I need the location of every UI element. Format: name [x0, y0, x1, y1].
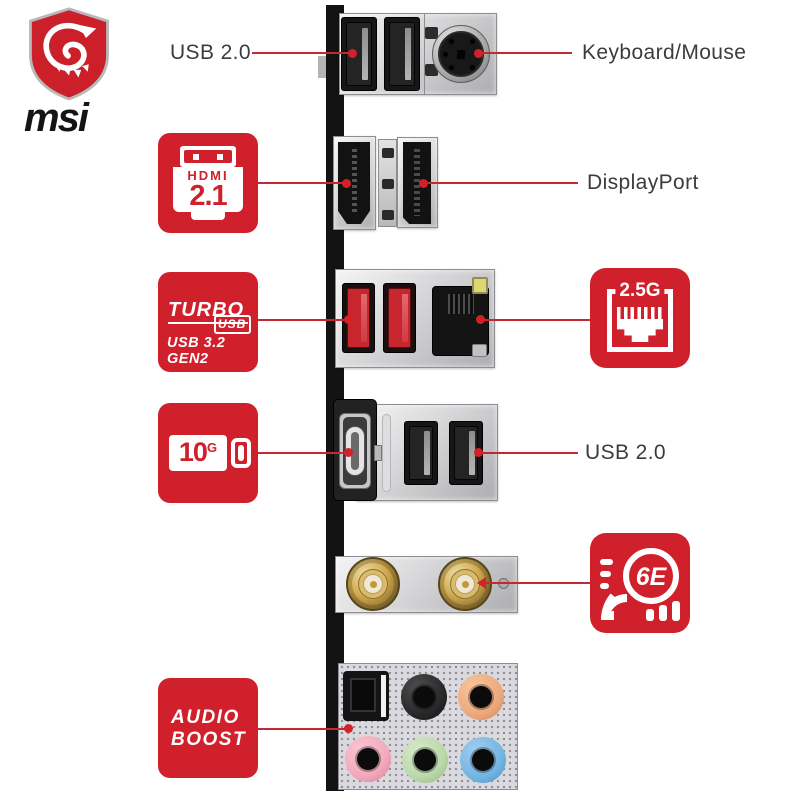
callout-dot — [348, 49, 357, 58]
wifi-icon: 6E — [600, 548, 680, 621]
jack-pink-mic — [345, 736, 391, 782]
usb-c-10g-port — [333, 399, 377, 501]
io-shield-tab — [318, 56, 327, 78]
shield-clip — [425, 27, 438, 39]
callout-line — [258, 182, 347, 184]
callout-line — [258, 452, 348, 454]
audio-boost-badge: AUDIO BOOST — [158, 678, 258, 778]
callout-line — [258, 319, 348, 321]
callout-arrow — [477, 577, 486, 589]
callout-line — [482, 52, 572, 54]
usb32-gen2-port-2 — [383, 283, 416, 353]
callout-dot — [344, 724, 353, 733]
label-usb20-mid: USB 2.0 — [585, 441, 667, 464]
port-bracket — [378, 139, 397, 227]
rj45-pins-icon — [617, 307, 663, 319]
lan-clip — [472, 344, 487, 357]
hdmi-2-1-badge: HDMI 2.1 — [158, 133, 258, 233]
callout-line — [252, 52, 351, 54]
label-keyboard-mouse: Keyboard/Mouse — [582, 41, 747, 64]
jack-orange-center-sub — [458, 674, 504, 720]
lan-2-5g-badge: 2.5G — [590, 268, 690, 368]
turbo-usb-badge: TURBO USB USB 3.2 GEN2 — [158, 272, 258, 372]
wifi-antenna-connector-1 — [346, 557, 400, 611]
callout-dot — [474, 448, 483, 457]
jack-black-rear — [401, 674, 447, 720]
callout-line — [427, 182, 578, 184]
callout-line — [482, 452, 578, 454]
usb2-port-1 — [341, 17, 377, 91]
callout-dot — [344, 315, 353, 324]
callout-line — [484, 319, 590, 321]
optical-spdif-out — [343, 671, 389, 721]
callout-dot — [342, 179, 351, 188]
wifi-antenna-connector-2 — [438, 557, 492, 611]
hdmi-connector-icon — [180, 146, 236, 167]
msi-wordmark: msi — [24, 96, 89, 140]
lan-activity-led — [472, 277, 488, 294]
callout-dot — [344, 448, 353, 457]
svg-text:6E: 6E — [636, 563, 668, 591]
jack-blue-line-in — [460, 737, 506, 783]
usb-c-latch — [374, 445, 382, 461]
callout-line — [256, 728, 348, 730]
callout-line — [486, 582, 590, 584]
callout-dot — [474, 49, 483, 58]
plate-groove — [382, 414, 391, 492]
callout-dot — [476, 315, 485, 324]
jack-green-line-out — [402, 737, 448, 783]
label-displayport: DisplayPort — [587, 171, 699, 194]
callout-dot — [419, 179, 428, 188]
usb-10g-badge: 10G — [158, 403, 258, 503]
usb2-port-3 — [404, 421, 438, 485]
label-usb20-top: USB 2.0 — [169, 41, 251, 64]
msi-dragon-shield-icon — [29, 7, 109, 100]
usb-c-plug-icon — [231, 438, 251, 468]
usb2-port-2 — [384, 17, 420, 91]
wifi-6e-badge: 6E — [590, 533, 690, 633]
